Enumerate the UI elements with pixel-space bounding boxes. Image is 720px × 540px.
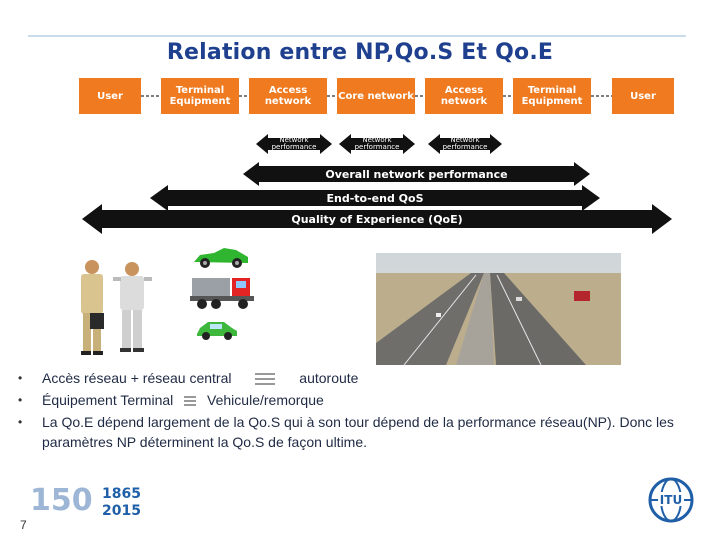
- network-performance-arrow-2: [339, 134, 415, 154]
- box-label: Access network: [264, 85, 312, 107]
- itu-logo-text: ITU: [660, 493, 682, 507]
- itu-globe-logo-icon: ITU: [648, 477, 694, 523]
- dump-truck-icon: [190, 278, 254, 309]
- box-label: User: [97, 90, 123, 102]
- network-performance-label-3: Network performance: [442, 136, 488, 151]
- terminal-equipment-box-left: Terminal Equipment: [161, 78, 239, 114]
- people-photo-icon: [81, 260, 152, 355]
- bullet-text: Vehicule/remorque: [207, 392, 324, 408]
- overall-network-performance-label: Overall network performance: [325, 167, 508, 181]
- bullet-text: La Qo.E dépend largement de la Qo.S qui …: [42, 414, 674, 450]
- end-to-end-qos-label: End-to-end QoS: [326, 191, 424, 205]
- green-sports-car-icon: [194, 248, 248, 268]
- network-performance-arrow-3: [428, 134, 502, 154]
- box-label: Terminal Equipment: [521, 85, 583, 107]
- terminal-equipment-box-right: Terminal Equipment: [513, 78, 591, 114]
- qoe-arrow: [82, 204, 672, 234]
- box-label: Access network: [440, 85, 488, 107]
- box-connectors: [141, 95, 612, 97]
- user-box-left: User: [79, 78, 141, 114]
- access-network-box-right: Access network: [425, 78, 503, 114]
- diagram-arrows: [82, 134, 672, 234]
- network-performance-arrow-1: [256, 134, 332, 154]
- access-network-box-left: Access network: [249, 78, 327, 114]
- network-performance-label-2: Network performance: [354, 136, 400, 151]
- end-to-end-qos-arrow: [150, 185, 600, 211]
- page-number: 7: [20, 518, 27, 532]
- green-compact-car-icon: [197, 322, 237, 340]
- bullet-text: Accès réseau + réseau central: [42, 370, 232, 386]
- bullet-dot-icon: •: [18, 371, 23, 385]
- bullet-list: • Accès réseau + réseau central autorout…: [18, 368, 708, 454]
- bullet-dot-icon: •: [18, 393, 23, 407]
- year-start: 1865: [102, 486, 141, 502]
- year-end: 2015: [102, 503, 141, 519]
- network-performance-label-1: Network performance: [271, 136, 317, 151]
- box-label: Terminal Equipment: [169, 85, 231, 107]
- bullet-dot-icon: •: [18, 415, 23, 429]
- bullet-item-3: • La Qo.E dépend largement de la Qo.S qu…: [18, 412, 708, 452]
- bullet-text: autoroute: [299, 370, 359, 386]
- box-label: User: [630, 90, 656, 102]
- title-underline: [28, 35, 686, 37]
- itu-150-anniversary-logo: 150 1865 2015: [30, 483, 141, 523]
- core-network-box: Core network: [337, 78, 415, 114]
- highway-photo-icon: [376, 253, 621, 365]
- overall-network-performance-arrow: [243, 162, 590, 186]
- bullet-item-1: • Accès réseau + réseau central autorout…: [18, 368, 708, 388]
- identical-to-icon: [255, 373, 276, 385]
- bullet-text: Équipement Terminal: [42, 392, 174, 408]
- slide-title: Relation entre NP,Qo.S Et Qo.E: [166, 40, 554, 65]
- anniversary-number: 150: [30, 483, 93, 518]
- user-box-right: User: [612, 78, 674, 114]
- bullet-item-2: • Équipement Terminal Vehicule/remorque: [18, 390, 708, 410]
- box-label: Core network: [338, 90, 414, 102]
- qoe-label: Quality of Experience (QoE): [291, 212, 463, 226]
- identical-to-icon: [184, 396, 197, 406]
